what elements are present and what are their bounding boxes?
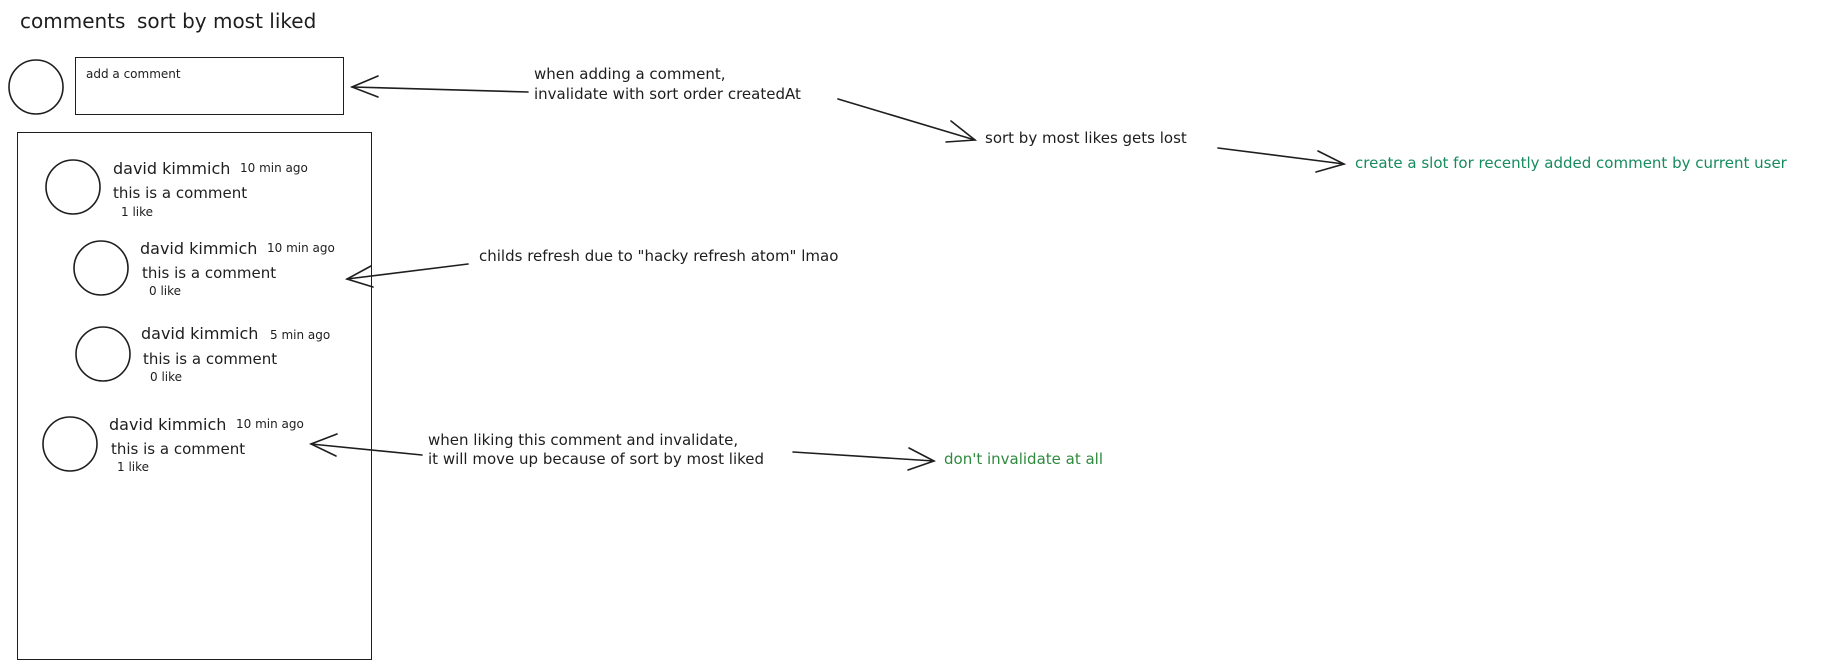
comment-author[interactable]: david kimmich <box>109 415 227 434</box>
comment-author[interactable]: david kimmich <box>141 324 259 343</box>
arrow-head-refresh <box>344 265 374 288</box>
arrow-like-to-comment <box>310 443 423 456</box>
comment-like-button[interactable]: 0 like <box>149 284 182 298</box>
comment-time: 5 min ago <box>270 328 331 342</box>
comment-time: 10 min ago <box>267 241 335 255</box>
note-add-comment-line2: invalidate with sort order createdAt <box>534 85 801 103</box>
comment-text: this is a comment <box>143 350 278 368</box>
note-childs-refresh: childs refresh due to "hacky refresh ato… <box>479 247 839 265</box>
note-slot-solution: create a slot for recently added comment… <box>1355 154 1787 172</box>
page-title: comments <box>20 9 126 33</box>
comment-1-avatar-icon <box>45 159 101 215</box>
comment-text: this is a comment <box>111 440 246 458</box>
comment-text: this is a comment <box>113 184 248 202</box>
arrow-sort-lost-to-slot <box>1217 147 1345 165</box>
comment-input[interactable]: add a comment <box>75 57 344 115</box>
comment-2-avatar-icon <box>73 240 129 296</box>
note-like-line1: when liking this comment and invalidate, <box>428 431 739 449</box>
arrow-note-to-composer <box>351 86 529 93</box>
arrow-refresh-to-comment <box>346 263 469 280</box>
arrow-head-sort-lost <box>945 120 978 143</box>
sort-toggle[interactable]: sort by most liked <box>137 9 317 33</box>
arrow-note-to-sort-lost <box>837 98 976 141</box>
comment-text: this is a comment <box>142 264 277 282</box>
arrow-head-solution <box>907 447 937 471</box>
note-add-comment-line1: when adding a comment, <box>534 65 726 83</box>
note-dont-invalidate: don't invalidate at all <box>944 450 1104 468</box>
arrow-head-slot <box>1315 150 1347 173</box>
comment-like-button[interactable]: 1 like <box>117 460 150 474</box>
comment-list-panel <box>17 132 372 660</box>
arrow-head-like <box>308 433 338 457</box>
comment-3-avatar-icon <box>75 326 131 382</box>
comment-4-avatar-icon <box>42 416 98 472</box>
composer-avatar-icon <box>8 59 64 115</box>
arrow-head-composer <box>349 75 379 98</box>
note-sort-lost: sort by most likes gets lost <box>985 129 1187 147</box>
arrow-like-to-solution <box>792 451 935 462</box>
comment-input-placeholder: add a comment <box>86 67 181 81</box>
comment-author[interactable]: david kimmich <box>140 239 258 258</box>
comment-author[interactable]: david kimmich <box>113 159 231 178</box>
note-like-line2: it will move up because of sort by most … <box>428 450 765 468</box>
comment-like-button[interactable]: 0 like <box>150 370 183 384</box>
comment-time: 10 min ago <box>240 161 308 175</box>
comment-like-button[interactable]: 1 like <box>121 205 154 219</box>
comment-time: 10 min ago <box>236 417 304 431</box>
